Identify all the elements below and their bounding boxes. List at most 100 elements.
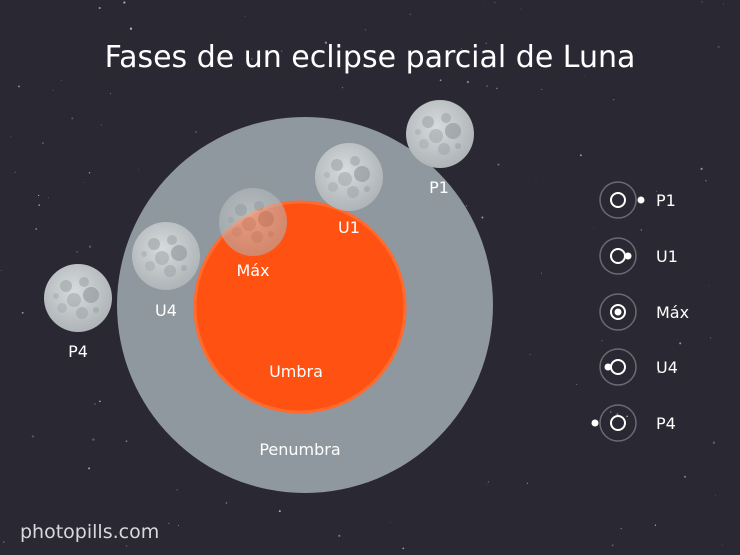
legend-moon-dot-icon — [624, 252, 632, 260]
star — [47, 197, 49, 199]
star — [486, 85, 489, 88]
star — [592, 228, 594, 230]
star — [138, 168, 139, 170]
star — [576, 383, 578, 385]
legend-umbra-icon — [610, 415, 626, 431]
star — [611, 544, 614, 547]
phase-label-u1: U1 — [338, 218, 360, 237]
star — [656, 190, 658, 193]
star — [496, 87, 498, 90]
star — [14, 171, 17, 174]
star — [365, 29, 367, 31]
star — [341, 86, 344, 89]
star — [457, 55, 459, 57]
star — [483, 4, 485, 6]
legend-item-u1: U1 — [599, 237, 678, 275]
star — [98, 7, 101, 9]
star — [714, 494, 717, 496]
moon-u4 — [132, 222, 200, 290]
star — [88, 245, 92, 248]
star — [2, 541, 5, 543]
star — [216, 68, 218, 70]
star — [700, 167, 703, 170]
star — [93, 402, 96, 405]
star — [125, 440, 128, 443]
legend-moon-dot-icon — [637, 196, 645, 204]
star — [657, 371, 659, 374]
star — [217, 552, 219, 554]
star — [529, 353, 531, 356]
legend-label-u1: U1 — [656, 247, 678, 266]
star — [684, 475, 686, 478]
moon-max — [219, 188, 287, 256]
legend-label-p4: P4 — [656, 414, 676, 433]
star — [52, 89, 54, 91]
legend-item-u4: U4 — [599, 348, 678, 386]
star — [541, 89, 543, 91]
star — [88, 172, 91, 174]
star — [712, 441, 716, 444]
legend-moon-dot-icon — [591, 419, 599, 427]
star — [710, 337, 712, 339]
star — [100, 124, 103, 126]
star — [520, 8, 522, 10]
star — [460, 48, 463, 50]
star — [466, 80, 470, 84]
star — [540, 272, 543, 274]
legend-ring-icon — [599, 181, 637, 219]
star — [601, 339, 603, 342]
moon-p1 — [406, 100, 474, 168]
star — [613, 98, 615, 101]
phase-label-u4: U4 — [155, 301, 177, 320]
star — [717, 45, 720, 48]
star — [83, 182, 85, 183]
phase-label-max: Máx — [236, 261, 269, 280]
legend-ring-icon — [599, 348, 637, 386]
star — [390, 522, 392, 523]
star — [679, 342, 682, 345]
star — [244, 15, 246, 17]
star — [10, 136, 12, 138]
star — [177, 525, 180, 527]
star — [280, 50, 283, 52]
star — [168, 522, 170, 525]
legend-ring-icon — [599, 404, 637, 442]
star — [126, 545, 128, 547]
star — [110, 93, 112, 95]
moon-p4 — [44, 264, 112, 332]
star — [708, 285, 710, 286]
star — [626, 415, 628, 418]
star — [38, 204, 40, 206]
star — [324, 41, 328, 44]
star — [99, 400, 101, 403]
star — [654, 524, 657, 526]
penumbra-label: Penumbra — [259, 440, 340, 459]
star — [402, 547, 405, 550]
site-credit: photopills.com — [20, 521, 159, 543]
star — [485, 42, 487, 45]
star — [485, 483, 487, 485]
star — [125, 21, 126, 23]
star — [88, 467, 91, 470]
star — [31, 435, 35, 438]
star — [71, 117, 74, 120]
legend-item-p1: P1 — [599, 181, 676, 219]
star — [705, 180, 707, 182]
star — [35, 228, 38, 230]
star — [721, 544, 723, 546]
star — [194, 130, 197, 133]
star — [250, 57, 253, 60]
legend-label-u4: U4 — [656, 358, 678, 377]
star — [583, 76, 585, 78]
legend-moon-dot-icon — [614, 308, 622, 316]
star — [42, 142, 44, 144]
star — [409, 13, 411, 15]
star — [439, 79, 442, 82]
star — [57, 487, 59, 489]
legend-umbra-icon — [610, 192, 626, 208]
legend-item-p4: P4 — [591, 404, 676, 442]
legend-label-max: Máx — [656, 303, 689, 322]
star — [609, 411, 612, 413]
star — [37, 194, 40, 197]
star — [176, 489, 178, 491]
